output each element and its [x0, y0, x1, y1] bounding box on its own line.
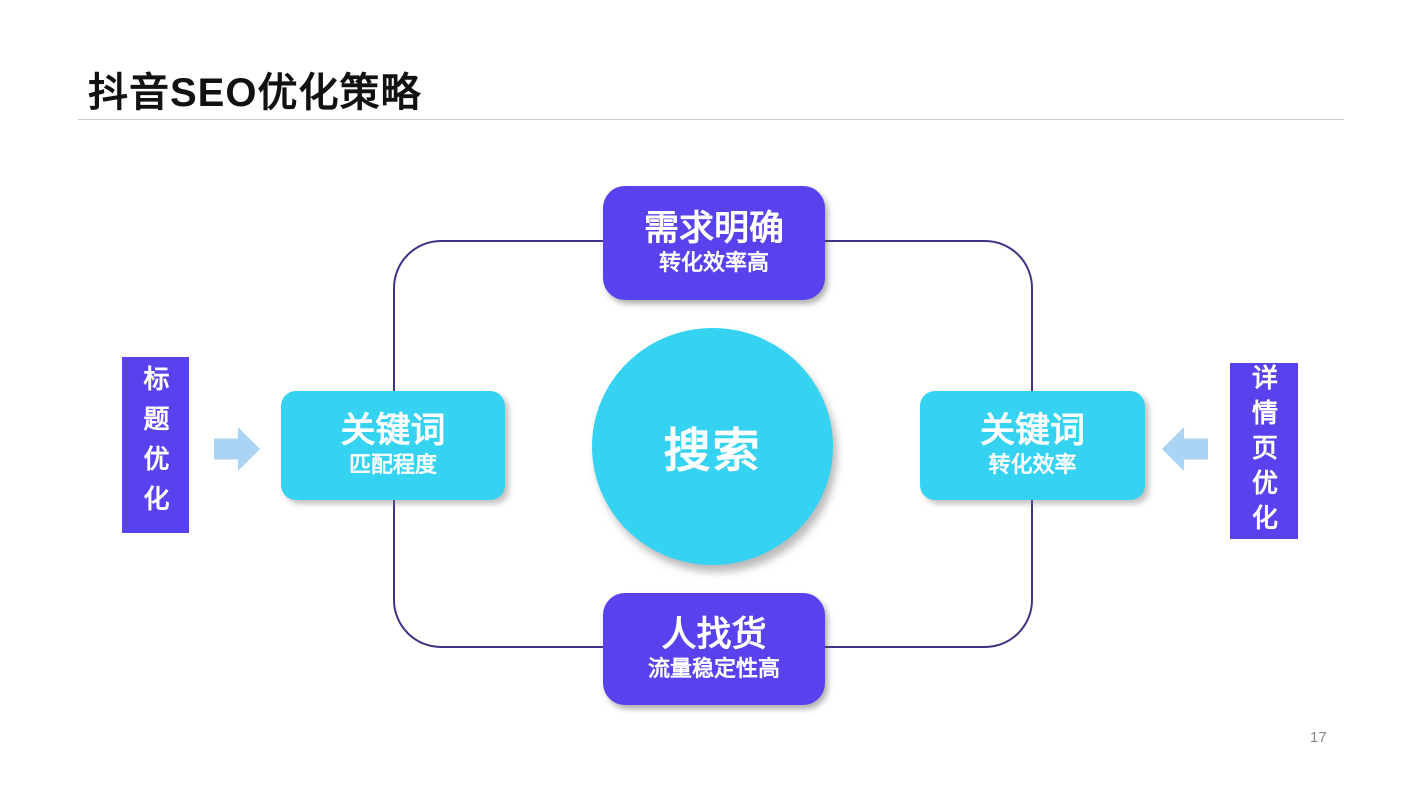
node-search-circle: 搜索	[592, 328, 833, 565]
node-title: 关键词	[340, 411, 446, 451]
node-title: 人找货	[661, 614, 767, 654]
side-label-detail-page-optimization: 详情页优化	[1230, 363, 1298, 539]
node-demand-clear: 需求明确 转化效率高	[603, 186, 825, 300]
center-label: 搜索	[663, 424, 762, 477]
node-title: 需求明确	[643, 208, 784, 248]
node-subtitle: 流量稳定性高	[647, 655, 780, 681]
page-title: 抖音SEO优化策略	[88, 71, 422, 115]
node-title: 关键词	[979, 411, 1085, 451]
title-divider	[78, 119, 1344, 120]
node-subtitle: 转化效率	[988, 452, 1077, 478]
arrow-left-icon	[1162, 427, 1208, 471]
side-label-title-optimization: 标题优化	[122, 357, 189, 533]
node-subtitle: 匹配程度	[348, 452, 437, 478]
page-number: 17	[1310, 729, 1327, 746]
node-keyword-match: 关键词 匹配程度	[281, 391, 505, 500]
side-label-text: 标题优化	[140, 365, 170, 525]
node-keyword-conversion: 关键词 转化效率	[920, 391, 1145, 500]
node-people-find-goods: 人找货 流量稳定性高	[603, 593, 825, 705]
node-subtitle: 转化效率高	[658, 249, 769, 275]
arrow-right-icon	[214, 427, 260, 471]
side-label-text: 详情页优化	[1248, 363, 1279, 539]
